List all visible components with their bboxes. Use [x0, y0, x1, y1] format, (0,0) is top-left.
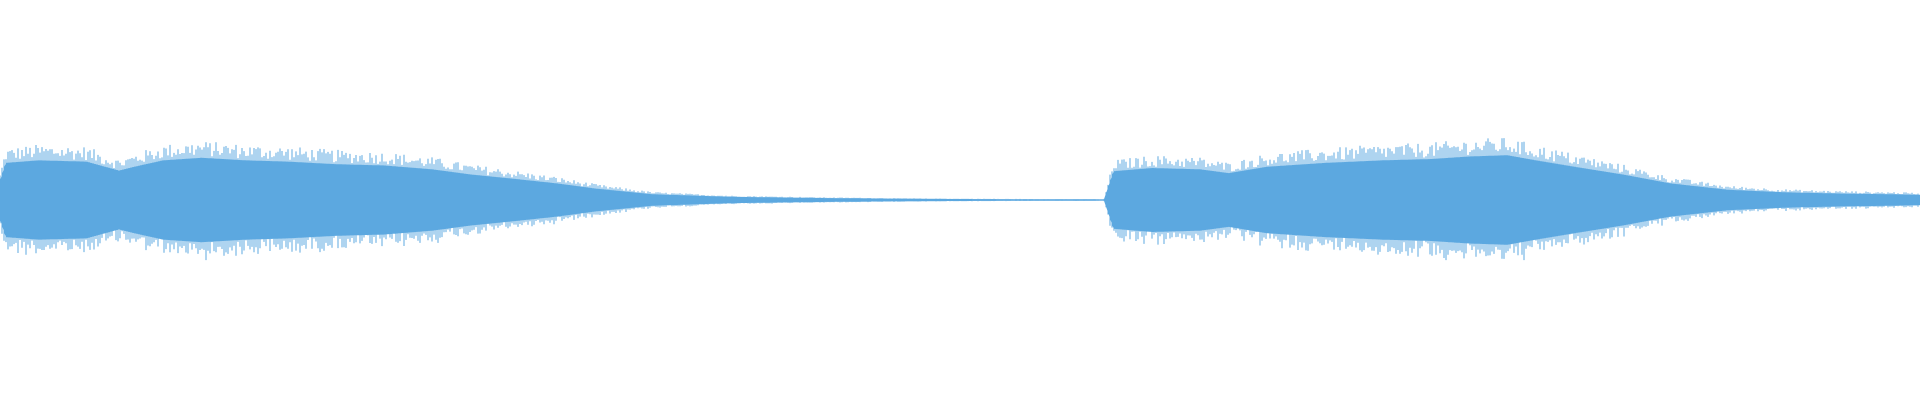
waveform-bars: [0, 138, 1920, 261]
